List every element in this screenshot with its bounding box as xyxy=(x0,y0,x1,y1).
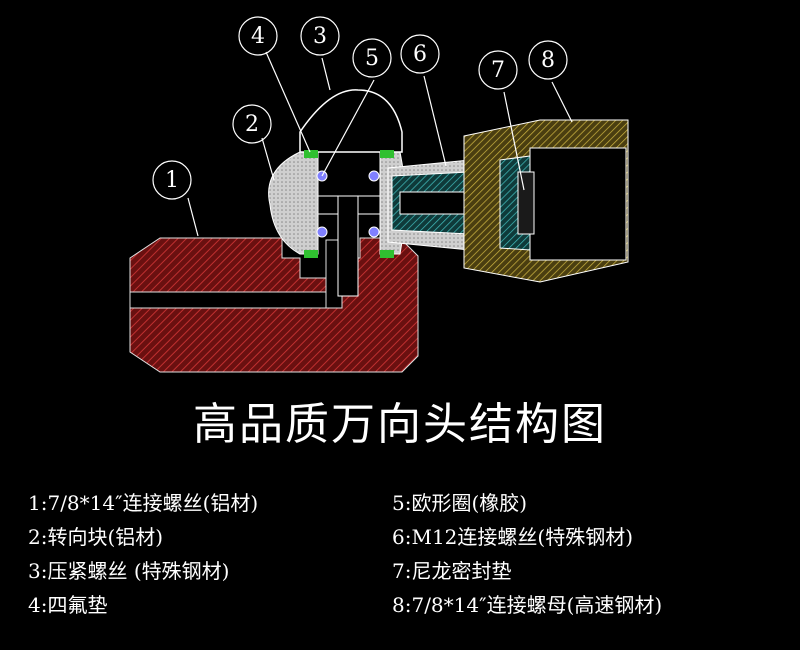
part-8-inner-cavity xyxy=(529,147,627,261)
svg-text:1: 1 xyxy=(165,168,179,193)
svg-text:2: 2 xyxy=(245,112,259,137)
svg-text:3: 3 xyxy=(313,24,327,49)
legend-item-3: 3:压紧螺丝 (特殊钢材) xyxy=(28,559,230,583)
part-5-oring-3 xyxy=(368,170,380,182)
callout-6: 6 xyxy=(400,34,440,74)
legend-item-5: 5:欧形圈(橡胶) xyxy=(392,491,528,515)
svg-text:6: 6 xyxy=(413,42,427,67)
legend-item-7: 7:尼龙密封垫 xyxy=(392,559,512,583)
part-3-stem xyxy=(337,195,359,297)
callout-2: 2 xyxy=(232,104,272,144)
callout-leaders xyxy=(187,51,573,237)
svg-text:7: 7 xyxy=(491,58,505,83)
svg-text:8: 8 xyxy=(541,48,555,73)
part-7-nylon-gasket xyxy=(517,171,535,235)
part-4-seal-bottom-left xyxy=(304,250,318,258)
cross-section-drawing: 1 2 3 4 5 6 7 8 xyxy=(129,16,629,373)
part-4-seal-top-left xyxy=(304,150,318,158)
part-5-oring-2 xyxy=(316,226,328,238)
legend-right: 5:欧形圈(橡胶) 6:M12连接螺丝(特殊钢材) 7:尼龙密封垫 8:7/8*… xyxy=(392,486,662,622)
legend-item-8: 8:7/8*14″连接螺母(高速钢材) xyxy=(392,593,663,617)
diagram-title: 高品质万向头结构图 xyxy=(193,399,607,450)
callout-4: 4 xyxy=(238,16,278,56)
part-2-swivel-block xyxy=(268,151,319,255)
callout-1: 1 xyxy=(152,160,192,200)
part-5-oring-4 xyxy=(368,226,380,238)
callout-circles: 1 2 3 4 5 6 7 8 xyxy=(152,16,568,200)
svg-text:4: 4 xyxy=(251,24,265,49)
part-1-bore xyxy=(129,291,341,309)
legend-left: 1:7/8*14″连接螺丝(铝材) 2:转向块(铝材) 3:压紧螺丝 (特殊钢材… xyxy=(28,486,258,622)
legend-item-6: 6:M12连接螺丝(特殊钢材) xyxy=(392,525,633,549)
callout-5: 5 xyxy=(352,38,392,78)
callout-8: 8 xyxy=(528,40,568,80)
callout-7: 7 xyxy=(478,50,518,90)
callout-3: 3 xyxy=(300,16,340,56)
legend-item-4: 4:四氟垫 xyxy=(28,593,108,617)
legend-item-1: 1:7/8*14″连接螺丝(铝材) xyxy=(28,491,259,515)
part-4-seal-bottom-right xyxy=(380,250,394,258)
part-3-clamp-screw xyxy=(299,89,403,153)
legend-item-2: 2:转向块(铝材) xyxy=(28,525,164,549)
part-4-seal-top-right xyxy=(380,150,394,158)
svg-text:5: 5 xyxy=(365,46,379,71)
